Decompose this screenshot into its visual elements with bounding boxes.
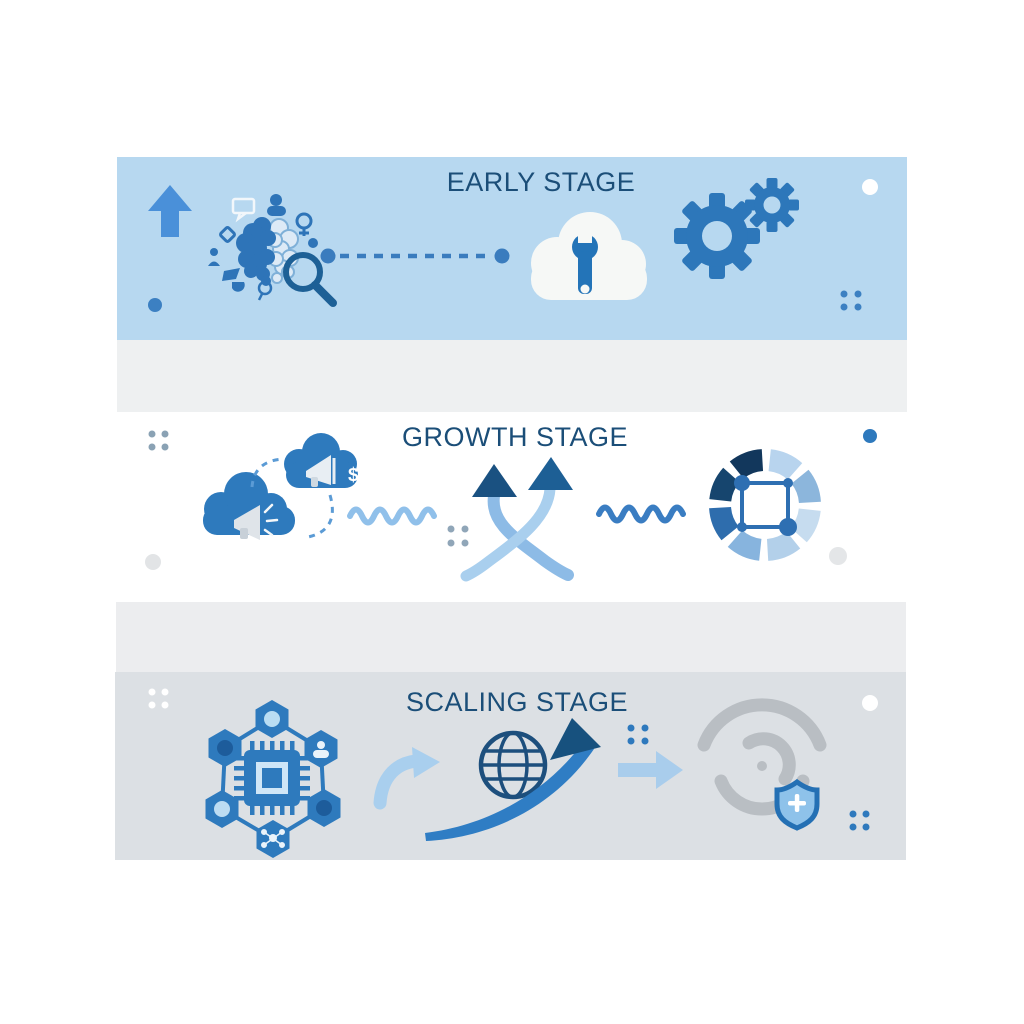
dot-grid-growth-left <box>148 430 169 451</box>
accent-dot-blue <box>148 298 162 312</box>
segmented-ring-network-icon <box>709 449 822 562</box>
chip-icon <box>234 741 310 815</box>
female-figure-icon <box>295 212 313 236</box>
early-stage-title: EARLY STAGE <box>446 167 636 197</box>
speech-bubble-icon <box>231 197 256 223</box>
dot-grid-early <box>840 290 862 311</box>
dashed-connector-early <box>320 248 510 264</box>
hex-user-icon <box>313 741 329 758</box>
abstract-shapes-icon <box>222 268 245 292</box>
cloud-wrench-icon <box>531 212 647 300</box>
diamond-icon <box>219 226 236 243</box>
hexagon-network-chip-icon <box>205 700 341 858</box>
gear-small-icon <box>745 178 799 232</box>
divider-strip-1 <box>117 340 907 412</box>
right-arrow-icon <box>618 751 683 789</box>
arrow-up-icon <box>148 185 192 237</box>
dot-grid-growth-mid <box>447 525 469 547</box>
brain-ideation-icon <box>208 194 337 307</box>
growth-stage-title: GROWTH STAGE <box>402 422 628 452</box>
magnifier-icon <box>283 252 337 307</box>
wavy-line-dark <box>596 504 686 524</box>
gear-large-icon <box>674 193 760 279</box>
accent-dot-white <box>862 179 878 195</box>
divider-strip-2 <box>116 602 906 672</box>
megaphone-icon <box>234 503 279 540</box>
curved-arrow-icon <box>373 747 440 810</box>
shield-plus-icon <box>774 778 820 831</box>
hex-network-icon <box>261 829 285 848</box>
cloud-megaphone-icon <box>203 472 295 540</box>
dot-grid-scaling-right <box>849 810 870 831</box>
globe-icon <box>478 730 548 800</box>
megaphone-icon <box>306 455 336 487</box>
cloud-megaphone-dollar-icon: $ <box>284 433 359 488</box>
accent-dot-gray <box>829 547 847 565</box>
dashed-connector-growth <box>250 457 334 539</box>
accent-dot-blue <box>863 429 877 443</box>
growth-swoosh-arrow-icon <box>425 718 601 841</box>
node-square-icon <box>734 475 797 536</box>
mini-magnifier-icon <box>257 280 273 301</box>
wrench-icon <box>572 228 598 294</box>
diverging-growth-arrows-icon <box>460 457 574 582</box>
scaling-stage-title: SCALING STAGE <box>405 687 629 717</box>
accent-dot <box>308 238 318 248</box>
accent-dot-gray <box>145 554 161 570</box>
accent-dot-white <box>862 695 878 711</box>
wavy-line-light <box>347 506 437 526</box>
dollar-symbol: $ <box>348 465 359 486</box>
user-head-icon <box>267 194 286 216</box>
person-icon <box>208 248 220 266</box>
dot-grid-scaling-mid <box>627 724 649 745</box>
dot-grid-scaling-left <box>148 688 169 709</box>
